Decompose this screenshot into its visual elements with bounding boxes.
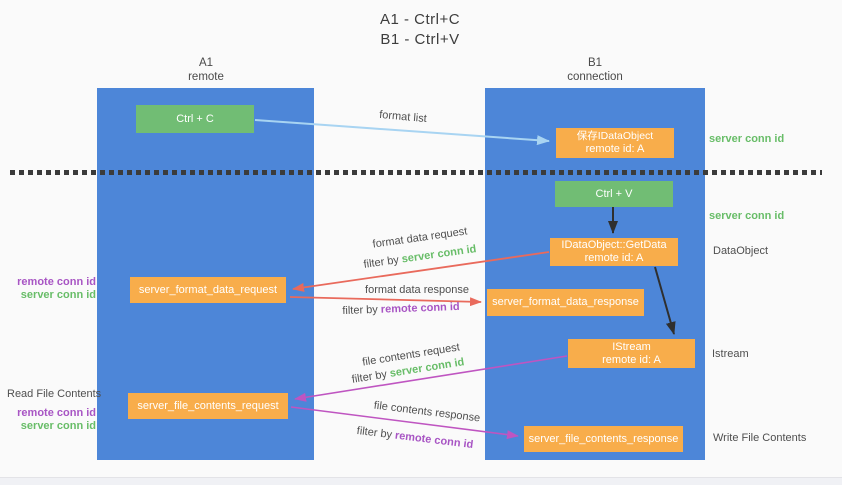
left-server-conn-id-file: server conn id <box>20 420 96 432</box>
node-save-idataobject: 保存IDataObject remote id: A <box>556 128 674 158</box>
left-conn-id-group-file: remote conn id server conn id <box>8 407 96 433</box>
filter-by-text: filter by <box>342 303 379 318</box>
filter-by-text: filter by <box>350 368 388 386</box>
bottom-edge <box>0 477 842 485</box>
lane-b1-subtitle: connection <box>567 71 623 83</box>
node-getdata-line2: remote id: A <box>584 252 644 264</box>
node-file-request-label: server_file_contents_request <box>137 399 279 412</box>
node-getdata-line1: IDataObject::GetData <box>561 239 667 251</box>
diagram-title: A1 - Ctrl+C B1 - Ctrl+V <box>320 10 520 50</box>
right-server-conn-id-top: server conn id <box>709 133 785 145</box>
edge-label-file-contents-response: file contents response <box>373 399 481 425</box>
title-line-2: B1 - Ctrl+V <box>380 31 460 48</box>
remote-conn-id-text: remote conn id <box>394 429 474 452</box>
edge-label-format-list: format list <box>378 108 428 126</box>
right-server-conn-id-mid: server conn id <box>709 210 785 222</box>
node-ctrl-v: Ctrl + V <box>555 181 673 207</box>
dataobject-label: DataObject <box>713 245 769 257</box>
node-file-response-label: server_file_contents_response <box>528 432 679 445</box>
istream-label: Istream <box>712 348 749 360</box>
lane-a1-title: A1 <box>198 57 214 69</box>
node-save-idataobject-line1: 保存IDataObject <box>576 130 654 142</box>
node-server-format-data-response: server_format_data_response <box>487 289 644 316</box>
node-format-response-label: server_format_data_response <box>492 296 639 308</box>
node-format-request-label: server_format_data_request <box>138 283 278 296</box>
filter-by-text: filter by <box>356 424 393 442</box>
session-separator-line <box>10 170 822 175</box>
read-file-contents-label: Read File Contents <box>7 388 102 400</box>
lane-header-b1: B1 connection <box>535 56 655 84</box>
left-conn-id-group-format: remote conn id server conn id <box>8 276 96 302</box>
node-server-file-contents-request: server_file_contents_request <box>128 393 288 419</box>
title-line-1: A1 - Ctrl+C <box>379 11 461 28</box>
lane-a1-subtitle: remote <box>188 71 224 83</box>
node-ctrl-v-label: Ctrl + V <box>595 187 633 200</box>
left-remote-conn-id-format: remote conn id <box>17 276 96 288</box>
left-remote-conn-id-file: remote conn id <box>17 407 96 419</box>
lane-b1-title: B1 <box>587 57 603 69</box>
server-conn-id-text: server conn id <box>400 243 478 266</box>
write-file-contents-label: Write File Contents <box>713 432 807 444</box>
node-server-file-contents-response: server_file_contents_response <box>524 426 683 452</box>
node-istream-line2: remote id: A <box>602 353 661 366</box>
lane-header-a1: A1 remote <box>146 56 266 84</box>
node-ctrl-c-label: Ctrl + C <box>176 112 214 125</box>
edge-label-format-data-response: format data response <box>365 284 469 296</box>
node-idataobject-getdata: IDataObject::GetData remote id: A <box>550 238 678 266</box>
node-istream-line1: IStream <box>612 340 651 353</box>
node-istream: IStream remote id: A <box>568 339 695 368</box>
node-save-idataobject-line2: remote id: A <box>585 143 645 155</box>
left-server-conn-id-format: server conn id <box>20 289 96 301</box>
node-server-format-data-request: server_format_data_request <box>130 277 286 303</box>
filter-by-text: filter by <box>362 254 400 271</box>
remote-conn-id-text: remote conn id <box>380 300 460 316</box>
node-ctrl-c: Ctrl + C <box>136 105 254 133</box>
